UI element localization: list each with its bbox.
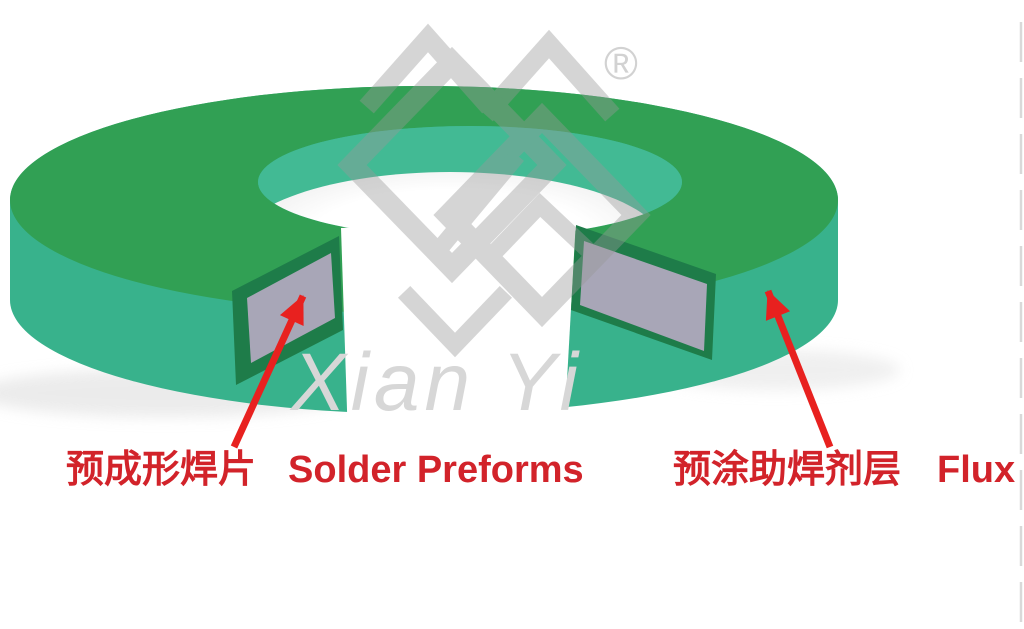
ring-gap xyxy=(341,219,576,470)
label-solder-preforms-en: Solder Preforms xyxy=(288,449,584,491)
label-flux-en: Flux xyxy=(937,449,1016,491)
label-flux: 预涂助焊剂层 Flux xyxy=(673,449,1016,492)
label-solder-preforms-zh: 预成形焊片 xyxy=(66,449,257,491)
label-flux-zh: 预涂助焊剂层 xyxy=(673,449,902,491)
watermark-brand-text: Xian Yi xyxy=(291,337,583,428)
registered-trademark-icon: ® xyxy=(604,37,638,89)
cross-section-right-solder-core xyxy=(580,241,707,351)
label-solder-preforms: 预成形焊片 Solder Preforms xyxy=(66,449,584,492)
watermark-logo xyxy=(337,23,651,358)
ring-hole-floor xyxy=(258,172,665,238)
